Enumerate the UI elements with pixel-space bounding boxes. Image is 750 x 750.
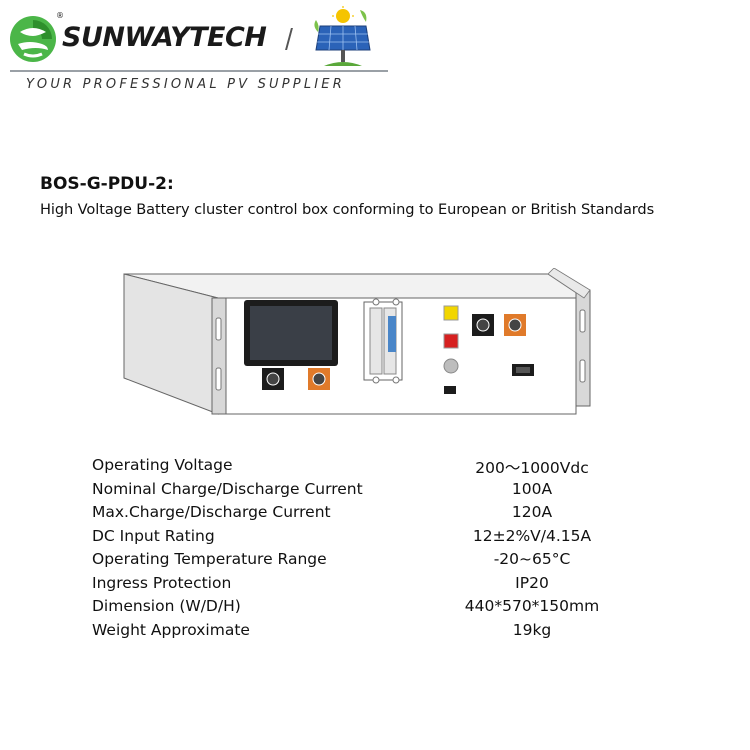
spec-value: 19kg bbox=[512, 620, 552, 639]
registered-mark: ® bbox=[56, 11, 64, 20]
spec-label: Ingress Protection bbox=[92, 573, 232, 592]
spec-row: Dimension (W/D/H) 440*570*150mm bbox=[92, 597, 652, 621]
spec-label: Max.Charge/Discharge Current bbox=[92, 503, 331, 521]
spec-row: Operating Voltage 200～1000Vdc bbox=[92, 456, 652, 480]
spec-value: 440*570*150mm bbox=[464, 597, 600, 615]
spec-value: 100A bbox=[511, 479, 553, 498]
header-divider bbox=[285, 28, 293, 50]
specifications-table: Operating Voltage 200～1000Vdc Nominal Ch… bbox=[92, 456, 652, 644]
spec-label: DC Input Rating bbox=[92, 526, 215, 545]
tagline: YOUR PROFESSIONAL PV SUPPLIER bbox=[26, 77, 345, 92]
spec-label: Operating Voltage bbox=[92, 456, 233, 474]
product-description: High Voltage Battery cluster control box… bbox=[40, 201, 655, 218]
header-rule bbox=[10, 70, 388, 72]
solar-panel-icon bbox=[314, 6, 371, 66]
spec-row: Nominal Charge/Discharge Current 100A bbox=[92, 480, 652, 504]
spec-label: Operating Temperature Range bbox=[92, 550, 327, 568]
spec-row: Operating Temperature Range -20~65°C bbox=[92, 550, 652, 574]
spec-label: Nominal Charge/Discharge Current bbox=[92, 479, 363, 498]
spec-value: 200～1000Vdc bbox=[475, 459, 589, 477]
spec-label: Weight Approximate bbox=[92, 620, 250, 639]
spec-value: 12±2%V/4.15A bbox=[472, 526, 592, 545]
spec-row: Max.Charge/Discharge Current 120A bbox=[92, 503, 652, 527]
spec-row: Weight Approximate 19kg bbox=[92, 621, 652, 645]
spec-row: DC Input Rating 12±2%V/4.15A bbox=[92, 527, 652, 551]
product-code: BOS-G-PDU-2: bbox=[40, 174, 174, 194]
spec-value: 120A bbox=[511, 503, 553, 521]
spec-label: Dimension (W/D/H) bbox=[92, 597, 241, 615]
spec-value: IP20 bbox=[515, 573, 549, 592]
sunwaytech-logo-icon bbox=[10, 16, 56, 62]
control-box-illustration bbox=[123, 268, 591, 415]
brand-name: SUNWAYTECH bbox=[62, 22, 267, 53]
spec-row: Ingress Protection IP20 bbox=[92, 574, 652, 598]
spec-value: -20~65°C bbox=[493, 550, 571, 568]
page-header: ® SUNWAYTECH YOUR PROFESSIONAL PV SUPPLI… bbox=[0, 0, 750, 100]
